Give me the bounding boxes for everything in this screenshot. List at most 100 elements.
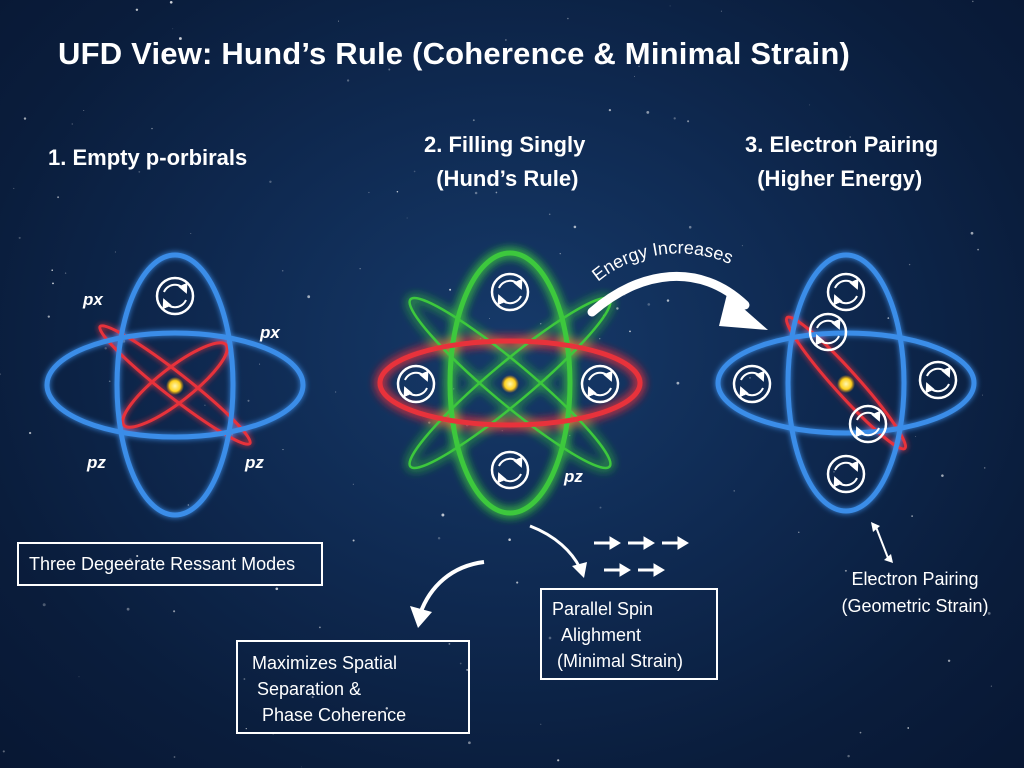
star [126,607,130,611]
star [908,263,911,266]
blue-orbital-vertical [114,252,236,518]
star [108,380,111,383]
star [437,536,441,540]
star [307,295,311,299]
star [114,251,116,253]
star [634,75,635,77]
star [449,288,452,291]
spin-circle-icon [732,364,772,404]
spin-circle-icon [808,312,848,352]
star [428,421,431,424]
star [385,707,389,710]
panel-1-heading: 1. Empty p-orbirals [48,145,248,170]
star [720,10,722,12]
star [57,196,60,199]
star [0,373,1,376]
star [573,225,577,229]
spin-circle-icon [490,272,530,312]
star [441,513,445,517]
panel-1-orbitals [44,252,306,518]
star [569,435,571,437]
star [269,180,272,184]
star [808,104,811,106]
star [245,727,247,730]
star [169,0,173,4]
star [28,431,32,435]
star [346,79,350,82]
star [676,381,680,385]
star [172,28,174,30]
orbital-label-pz: pz [87,453,106,472]
star [741,245,743,247]
nucleus-icon [837,375,855,393]
star [272,734,274,735]
star [318,626,321,629]
star [638,65,640,68]
star [516,581,519,584]
star [281,270,284,272]
star [52,282,54,285]
star [798,531,800,533]
star [204,404,206,407]
red-orbital-a [121,341,229,429]
arrow-right-icon [594,536,689,577]
star [687,120,690,123]
star [495,191,498,194]
star [669,5,671,7]
star [947,659,951,663]
panel-3-heading: 3. Electron Pairing (Higher Energy) [745,132,939,191]
star [548,213,551,216]
star [915,436,917,437]
star [178,37,182,40]
star [128,558,132,561]
curved-arrow-icon [410,560,485,628]
star [173,610,176,613]
star [540,723,542,725]
star [18,236,21,239]
star [567,17,569,20]
star [453,388,455,390]
spin-circle-icon [490,450,530,490]
star [907,727,910,729]
star [990,685,993,687]
energy-increases-label: Energy Increases [588,237,736,285]
star [559,253,561,255]
star [887,317,890,319]
star [987,611,991,615]
star [847,754,850,758]
star [970,231,974,235]
blue-orbital-vertical [785,252,907,514]
orbital-label-pz: pz [564,467,583,486]
star [557,759,560,762]
star [505,39,507,41]
star [540,323,542,325]
panel-2-heading: 2. Filling Singly (Hund’s Rule) [424,132,586,191]
star [459,662,462,665]
star [501,430,503,432]
star [854,572,857,575]
star [396,190,399,193]
star [977,248,979,251]
star [508,538,511,541]
star [749,377,751,379]
star [672,57,675,60]
star [599,338,601,340]
star [673,117,676,120]
star [359,268,361,270]
star [64,272,67,274]
star [71,123,73,125]
star [468,741,471,745]
parallel-spin-box: Parallel Spin Alighment (Minimal Strain) [540,588,718,680]
spin-circle-icon [826,454,866,494]
star [311,696,314,699]
spin-circle-icon [918,360,958,400]
star [666,299,670,302]
star [867,575,870,578]
star [647,303,651,306]
green-orbital-vertical [447,250,573,516]
star [911,515,913,517]
star [466,668,469,671]
